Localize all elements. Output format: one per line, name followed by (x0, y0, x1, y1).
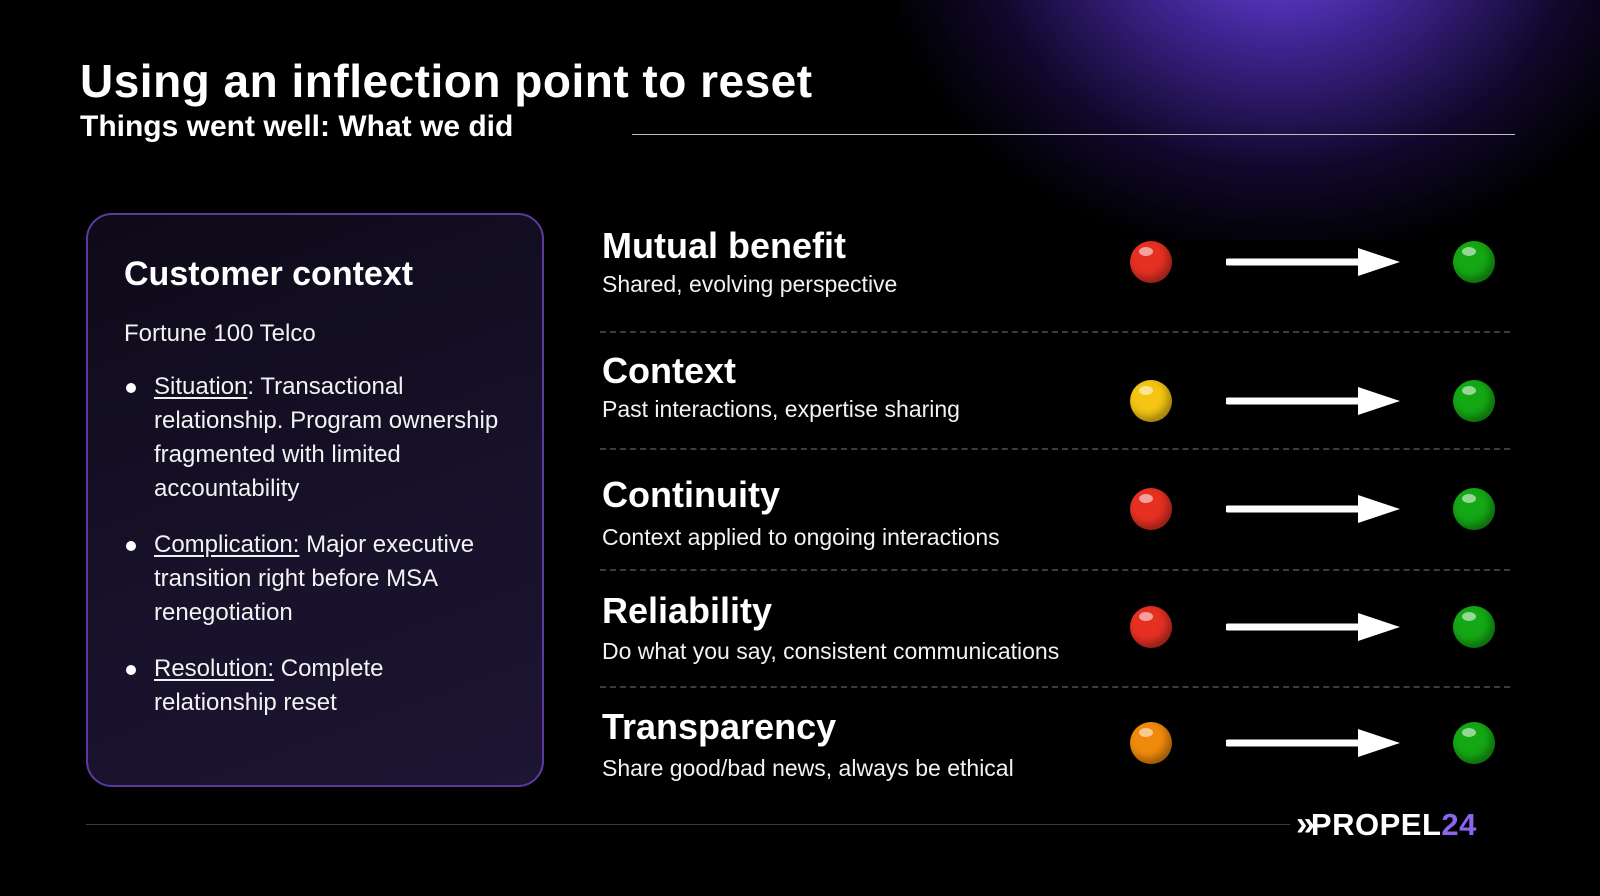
principle-title: Reliability (602, 590, 773, 631)
card-title: Customer context (124, 255, 414, 293)
right-arrow-icon (1226, 495, 1400, 523)
before-status-icon (1130, 606, 1172, 648)
row-divider (600, 331, 1510, 333)
principle-title: Continuity (602, 474, 780, 515)
principle-description: Context applied to ongoing interactions (602, 524, 1000, 550)
bullet-key: Complication: (154, 531, 300, 558)
principles-list: Mutual benefit Shared, evolving perspect… (600, 0, 1515, 896)
slide-subtitle: Things went well: What we did (80, 110, 514, 143)
right-arrow-icon (1226, 387, 1400, 415)
bullet-dot-icon (126, 665, 136, 675)
bullet-complication: Complication: Major executive transition… (124, 528, 506, 630)
principle-description: Do what you say, consistent communicatio… (602, 638, 1060, 664)
row-divider (600, 569, 1510, 571)
row-divider (600, 448, 1510, 450)
row-divider (600, 686, 1510, 688)
principle-description: Share good/bad news, always be ethical (602, 755, 1014, 781)
bullet-situation: Situation: Transactional relationship. P… (124, 370, 506, 506)
logo-chevron-icon: » (1296, 805, 1315, 843)
logo-text: PROPEL (1310, 806, 1442, 842)
after-status-icon (1453, 488, 1495, 530)
propel24-logo: » PROPEL 24 (1296, 805, 1477, 844)
logo-number: 24 (1441, 806, 1477, 842)
bullet-key: Situation (154, 373, 248, 400)
right-arrow-icon (1226, 613, 1400, 641)
after-status-icon (1453, 722, 1495, 764)
right-arrow-icon (1226, 248, 1400, 276)
principle-description: Shared, evolving perspective (602, 271, 898, 297)
principle-description: Past interactions, expertise sharing (602, 396, 960, 422)
bullet-separator: : (247, 373, 255, 400)
slide-title: Using an inflection point to reset (80, 55, 813, 107)
before-status-icon (1130, 488, 1172, 530)
bullet-text: Transactional relationship. Program owne… (154, 373, 499, 502)
principle-title: Transparency (602, 706, 837, 747)
context-bullet-list: Situation: Transactional relationship. P… (124, 370, 506, 720)
bullet-text: Major executive transition right before … (154, 531, 475, 626)
principle-title: Context (602, 350, 736, 391)
bullet-resolution: Resolution: Complete relationship reset (124, 652, 506, 720)
before-status-icon (1130, 722, 1172, 764)
right-arrow-icon (1226, 729, 1400, 757)
bullet-key: Resolution: (154, 655, 275, 682)
before-status-icon (1130, 241, 1172, 283)
bullet-text: Complete relationship reset (154, 655, 384, 716)
card-subtitle: Fortune 100 Telco (124, 320, 316, 347)
after-status-icon (1453, 241, 1495, 283)
subtitle-rule (632, 134, 1515, 135)
customer-context-card: Customer context Fortune 100 Telco Situa… (86, 213, 544, 787)
principle-title: Mutual benefit (602, 225, 846, 266)
bullet-dot-icon (126, 383, 136, 393)
after-status-icon (1453, 606, 1495, 648)
bullet-dot-icon (126, 541, 136, 551)
before-status-icon (1130, 380, 1172, 422)
footer-rule (86, 824, 1290, 825)
after-status-icon (1453, 380, 1495, 422)
